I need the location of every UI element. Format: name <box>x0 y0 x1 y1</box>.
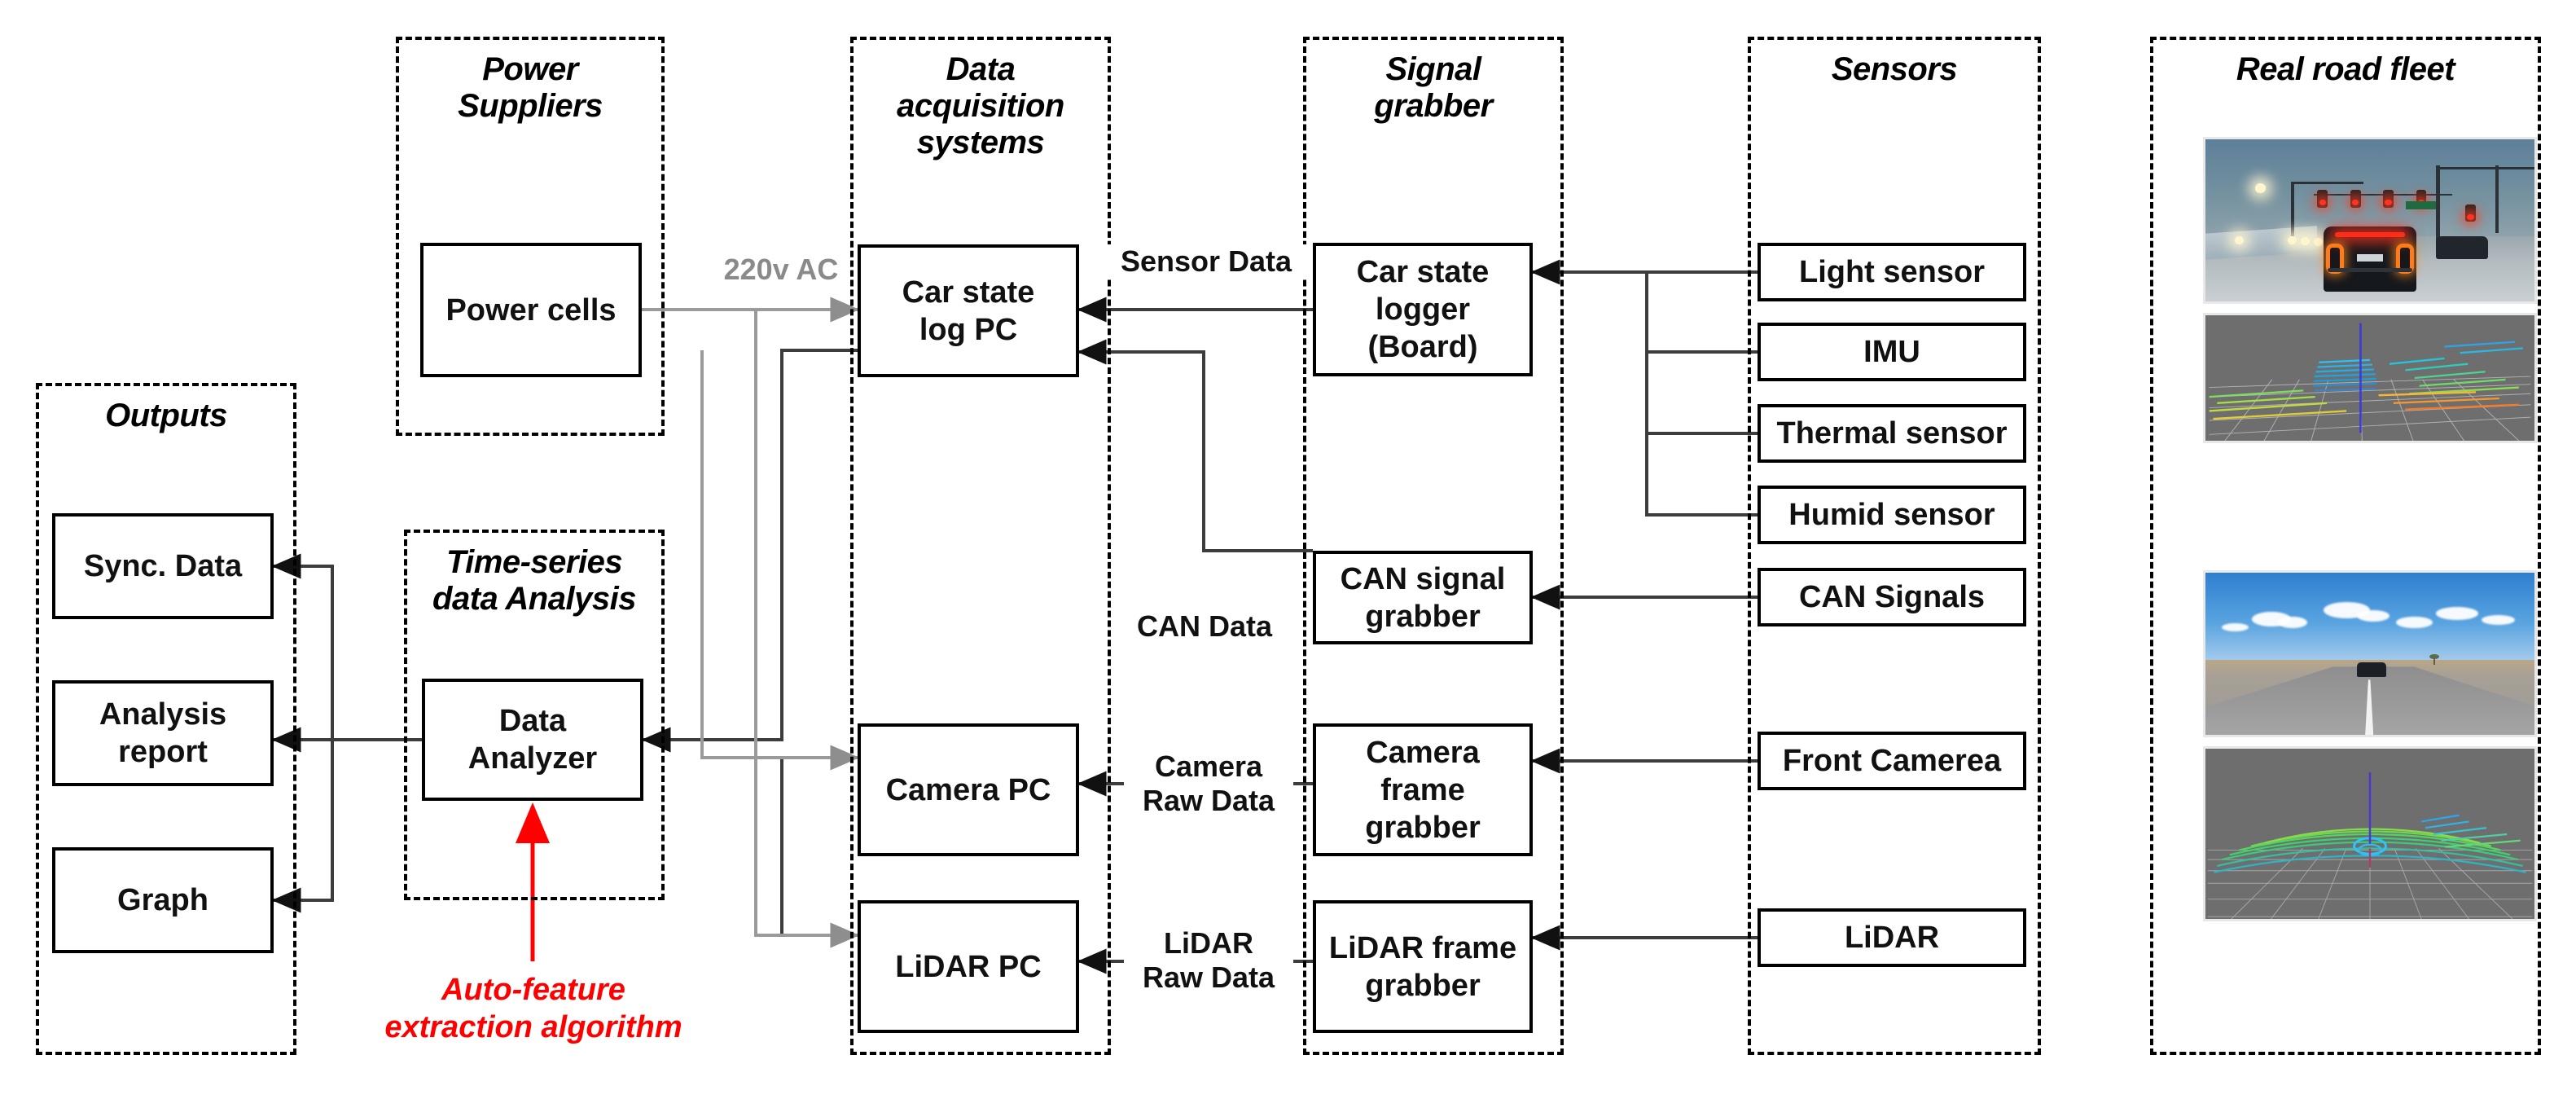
wire-humid-to-logger <box>1645 433 1758 517</box>
node-label-lidar-pc: LiDAR PC <box>895 949 1042 984</box>
node-label-sync-data: Sync. Data <box>83 549 243 583</box>
node-label-can-signal-grabber: CAN signal grabber <box>1340 561 1506 634</box>
node-label-light-sensor: Light sensor <box>1798 255 1986 289</box>
annotation-auto-feature-extraction: Auto-feature extraction algorithm <box>384 973 682 1044</box>
node-label-data-analyzer: Data Analyzer <box>467 704 598 776</box>
node-can-signals[interactable]: CAN Signals <box>1758 568 2026 626</box>
node-label-graph: Graph <box>117 883 208 917</box>
node-front-camera[interactable]: Front Camerea <box>1758 732 2026 790</box>
wire-power-to-lidarpc <box>754 310 860 948</box>
node-lidar[interactable]: LiDAR <box>1758 908 2026 967</box>
wire-carpc-to-analyzer <box>641 349 858 753</box>
node-label-analysis-report: Analysis report <box>99 697 227 769</box>
group-power-suppliers: Power Suppliers <box>396 37 665 436</box>
edge-label-sensor-data: Sensor Data <box>1101 244 1311 279</box>
node-label-thermal-sensor: Thermal sensor <box>1776 416 2008 451</box>
node-camera-frame-grabber[interactable]: Camera frame grabber <box>1313 723 1533 856</box>
photo-lidar-city <box>2203 313 2537 443</box>
group-signal-grabber: Signal grabber <box>1303 37 1564 1055</box>
group-title-sensors: Sensors <box>1831 51 1958 87</box>
group-sensors: Sensors <box>1748 37 2041 1055</box>
node-data-analyzer[interactable]: Data Analyzer <box>422 679 643 801</box>
group-real-road-fleet: Real road fleet <box>2150 37 2541 1055</box>
edge-label-220v-ac: 220v AC <box>723 253 839 286</box>
node-camera-pc[interactable]: Camera PC <box>858 723 1079 856</box>
node-graph[interactable]: Graph <box>52 847 274 953</box>
photo-road-night <box>2203 137 2537 304</box>
group-title-signal-grabber: Signal grabber <box>1374 51 1493 124</box>
group-data-acquisition-systems: Data acquisition systems <box>850 37 1111 1055</box>
node-label-car-state-logger: Car state logger (Board) <box>1356 255 1490 364</box>
wire-power-to-campc <box>700 350 860 771</box>
node-label-camera-frame-grabber: Camera frame grabber <box>1365 735 1481 845</box>
node-label-camera-pc: Camera PC <box>885 772 1051 807</box>
wire-lidarpc-to-bus <box>780 758 858 937</box>
node-analysis-report[interactable]: Analysis report <box>52 680 274 786</box>
node-humid-sensor[interactable]: Humid sensor <box>1758 486 2026 544</box>
node-label-lidar: LiDAR <box>1844 921 1940 955</box>
node-label-imu: IMU <box>1863 335 1920 369</box>
node-car-state-log-pc[interactable]: Car state log PC <box>858 244 1079 377</box>
group-title-time-series: Time-series data Analysis <box>432 544 636 617</box>
node-label-power-cells: Power cells <box>445 292 617 328</box>
edge-label-can-data: CAN Data <box>1116 609 1293 644</box>
node-label-humid-sensor: Humid sensor <box>1788 498 1995 532</box>
node-label-front-camera: Front Camerea <box>1782 744 2002 778</box>
node-thermal-sensor[interactable]: Thermal sensor <box>1758 404 2026 463</box>
edge-label-lidar-raw-data: LiDAR Raw Data <box>1124 926 1293 995</box>
node-can-signal-grabber[interactable]: CAN signal grabber <box>1313 551 1533 644</box>
group-outputs: Outputs <box>36 383 296 1055</box>
group-title-outputs: Outputs <box>105 398 227 433</box>
node-sync-data[interactable]: Sync. Data <box>52 513 274 619</box>
wire-can-to-carpc <box>1077 339 1313 552</box>
node-lidar-pc[interactable]: LiDAR PC <box>858 900 1079 1033</box>
node-lidar-frame-grabber[interactable]: LiDAR frame grabber <box>1313 900 1533 1033</box>
group-title-daq: Data acquisition systems <box>897 51 1064 160</box>
group-title-real-road-fleet: Real road fleet <box>2236 51 2455 87</box>
wire-thermal-to-logger <box>1645 352 1758 435</box>
node-label-lidar-frame-grabber: LiDAR frame grabber <box>1328 930 1517 1003</box>
node-label-car-state-log-pc: Car state log PC <box>902 275 1035 347</box>
group-title-power-suppliers: Power Suppliers <box>458 51 603 124</box>
edge-label-camera-raw-data: Camera Raw Data <box>1124 750 1293 818</box>
group-time-series-analysis: Time-series data Analysis <box>404 530 665 900</box>
node-imu[interactable]: IMU <box>1758 323 2026 381</box>
node-power-cells[interactable]: Power cells <box>420 243 642 377</box>
node-label-can-signals: CAN Signals <box>1798 580 1986 614</box>
photo-road-desert <box>2203 570 2537 737</box>
node-light-sensor[interactable]: Light sensor <box>1758 243 2026 301</box>
photo-lidar-open <box>2203 746 2537 921</box>
wire-imu-to-logger <box>1645 272 1758 354</box>
node-car-state-logger-board[interactable]: Car state logger (Board) <box>1313 243 1533 376</box>
